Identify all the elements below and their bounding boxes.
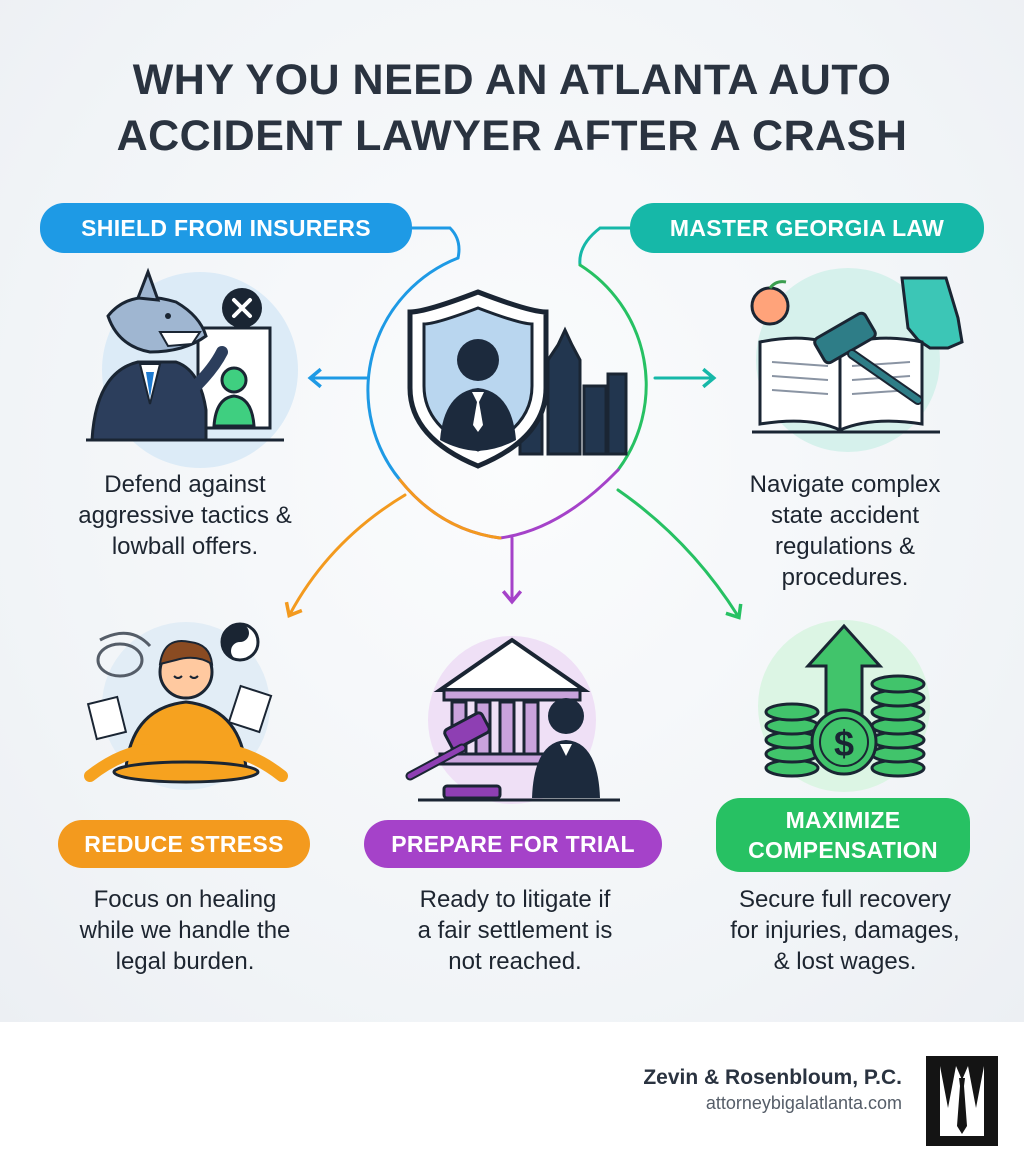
compensation-description: Secure full recovery for injuries, damag…	[700, 884, 990, 977]
desc-line: Secure full recovery	[738, 886, 952, 913]
title-line-1: WHY YOU NEED AN ATLANTA AUTO	[132, 56, 892, 104]
infographic-canvas: WHY YOU NEED AN ATLANTA AUTO ACCIDENT LA…	[0, 0, 1024, 1022]
shield-description: Defend against aggressive tactics & lowb…	[40, 469, 330, 562]
courthouse-gavel-icon	[405, 636, 620, 804]
svg-text:$: $	[834, 723, 854, 764]
desc-line: Focus on healing	[93, 886, 277, 913]
lawyer-shield-skyline-icon	[407, 289, 628, 469]
firm-url[interactable]: attorneybigalatlanta.com	[705, 1093, 902, 1113]
shark-executive-icon	[86, 267, 298, 468]
prepare-for-trial-pill: PREPARE FOR TRIAL	[364, 820, 662, 868]
page-title: WHY YOU NEED AN ATLANTA AUTO ACCIDENT LA…	[40, 52, 984, 164]
connector-shield	[410, 226, 461, 260]
stress-description: Focus on healing while we handle the leg…	[40, 884, 330, 977]
footer: Zevin & Rosenbloum, P.C. attorneybigalat…	[0, 1022, 1024, 1154]
reduce-stress-pill: REDUCE STRESS	[58, 820, 310, 868]
desc-line: aggressive tactics &	[78, 502, 292, 529]
money-growth-icon: $	[758, 620, 930, 792]
firm-block: Zevin & Rosenbloum, P.C. attorneybigalat…	[643, 1066, 902, 1114]
pill-line: COMPENSATION	[748, 837, 938, 863]
desc-line: while we handle the	[79, 917, 291, 944]
arrow-to-stress	[284, 493, 407, 618]
arc-bottom-left	[398, 478, 502, 540]
desc-line: legal burden.	[115, 948, 255, 975]
illustrations-layer: $	[84, 226, 964, 804]
connector-lines	[284, 226, 743, 620]
connector-law	[578, 226, 632, 267]
maximize-compensation-pill: MAXIMIZE COMPENSATION	[716, 798, 970, 872]
meditating-person-icon	[84, 622, 288, 790]
desc-line: procedures.	[781, 564, 909, 591]
desc-line: & lost wages.	[773, 948, 917, 975]
master-georgia-law-pill: MASTER GEORGIA LAW	[630, 203, 984, 253]
shield-from-insurers-pill: SHIELD FROM INSURERS	[40, 203, 412, 253]
desc-line: a fair settlement is	[417, 917, 613, 944]
arrow-to-comp	[616, 488, 743, 620]
title-line-2: ACCIDENT LAWYER AFTER A CRASH	[116, 112, 908, 160]
desc-line: for injuries, damages,	[730, 917, 960, 944]
suit-tie-logo-icon	[926, 1056, 998, 1146]
desc-line: Defend against	[104, 471, 266, 498]
desc-line: not reached.	[448, 948, 582, 975]
desc-line: Ready to litigate if	[419, 886, 611, 913]
law-description: Navigate complex state accident regulati…	[700, 469, 990, 593]
arc-top-right	[578, 263, 648, 472]
desc-line: Navigate complex	[749, 471, 941, 498]
law-book-gavel-icon	[750, 268, 964, 452]
pill-line: MAXIMIZE	[785, 807, 901, 833]
desc-line: state accident	[770, 502, 920, 529]
arc-top-left	[366, 256, 460, 482]
arc-bottom	[398, 468, 620, 540]
desc-line: lowball offers.	[111, 533, 259, 560]
firm-name: Zevin & Rosenbloum, P.C.	[643, 1066, 902, 1089]
trial-description: Ready to litigate if a fair settlement i…	[370, 884, 660, 977]
desc-line: regulations &	[774, 533, 916, 560]
